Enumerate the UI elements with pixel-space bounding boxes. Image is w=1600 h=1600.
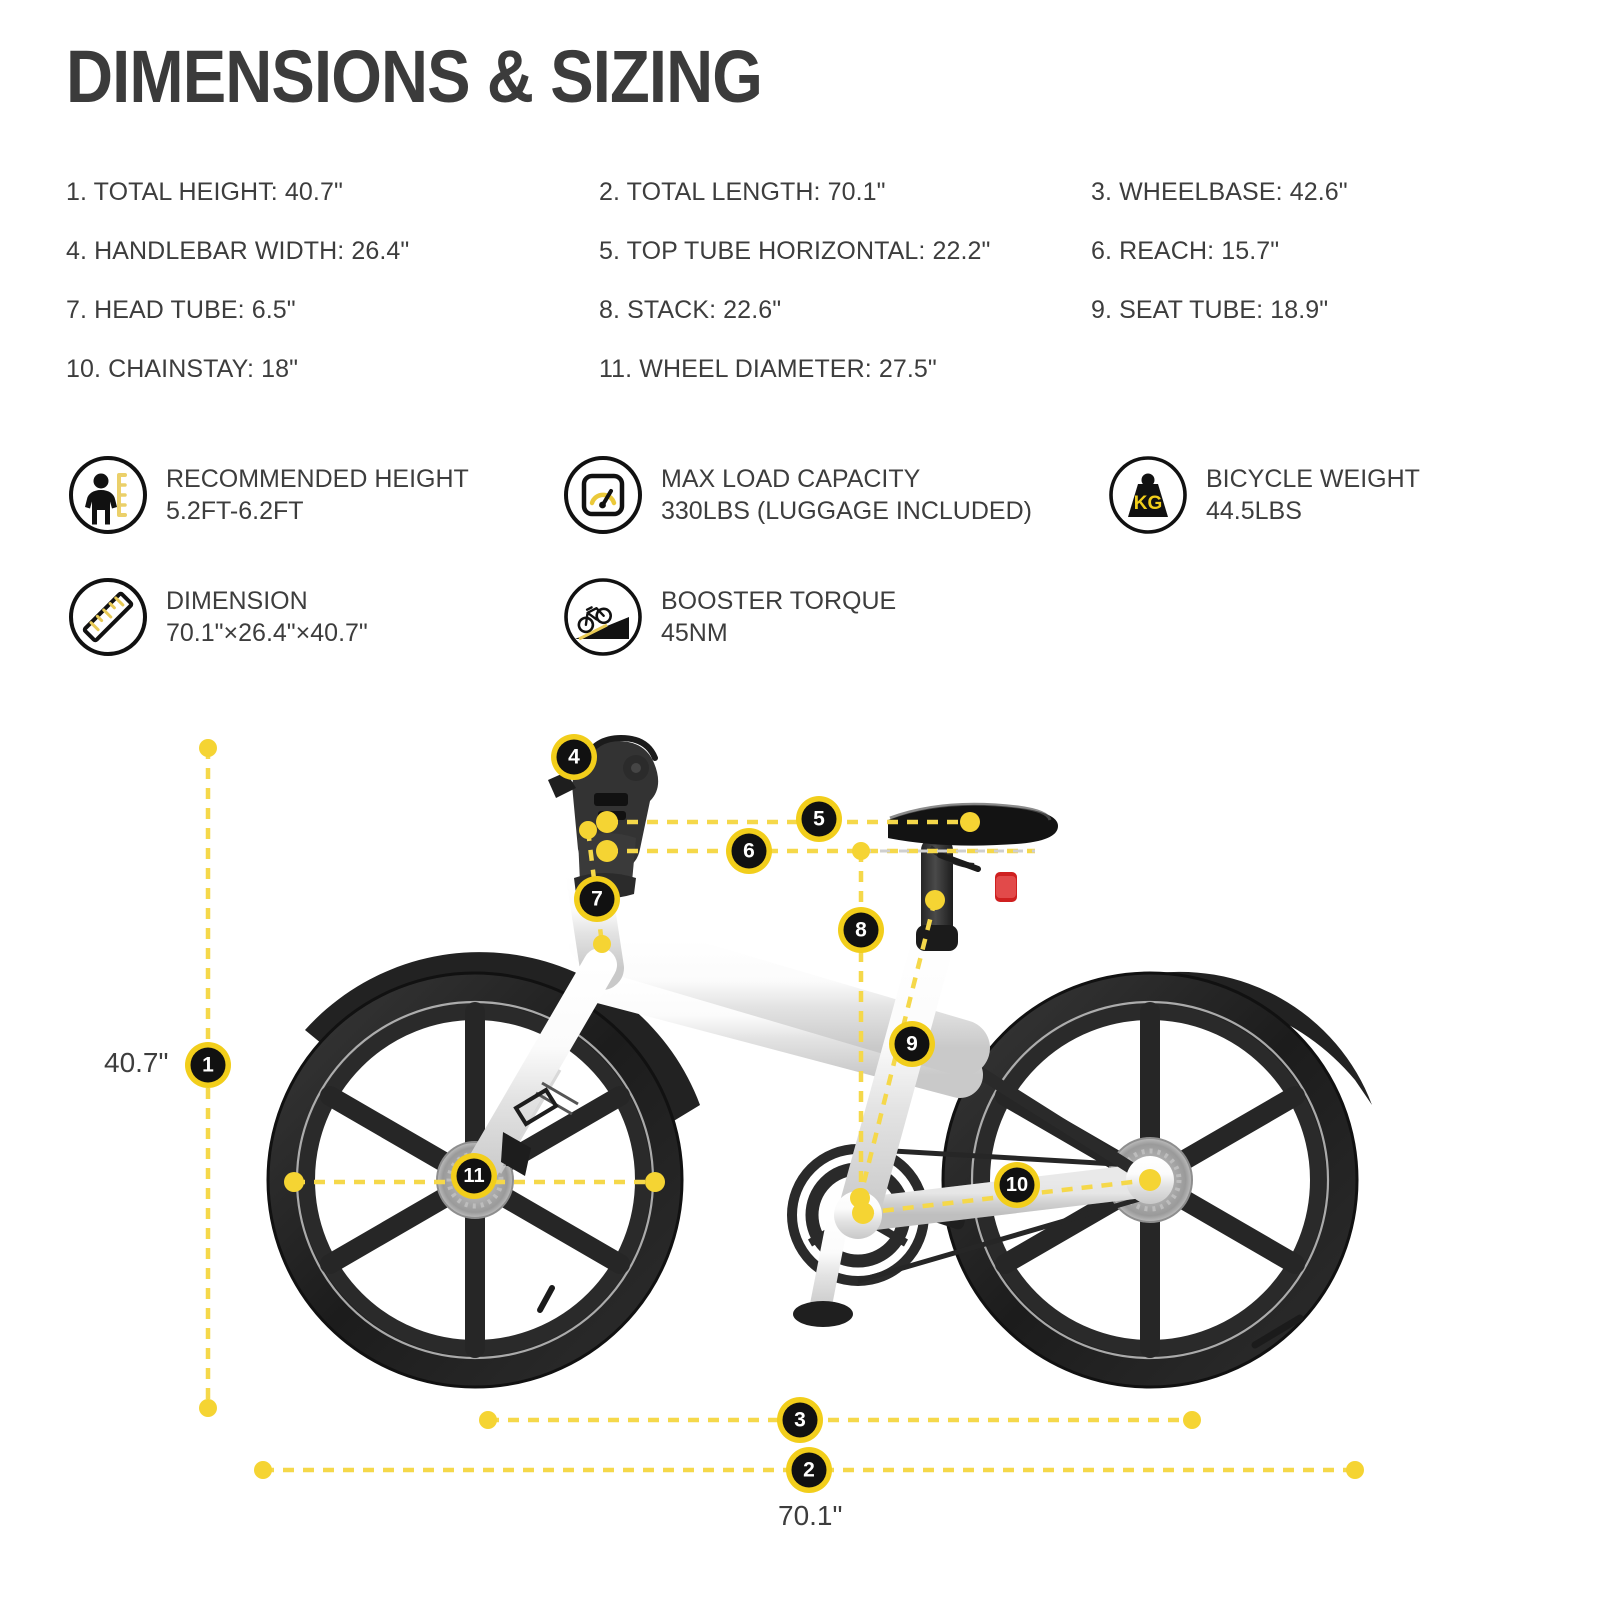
spec-item-7: 7. HEAD TUBE: 6.5" xyxy=(66,296,296,324)
spec-item-1: 1. TOTAL HEIGHT: 40.7" xyxy=(66,178,343,206)
callout-label: 5 xyxy=(813,808,825,831)
callout-label: 10 xyxy=(1006,1174,1028,1196)
badge-label: RECOMMENDED HEIGHT xyxy=(166,465,469,493)
callout-label: 3 xyxy=(794,1409,806,1432)
person-ruler-icon xyxy=(68,455,148,535)
badge-value: 44.5LBS xyxy=(1206,497,1302,525)
badge-bicycle-weight: KG BICYCLE WEIGHT 44.5LBS xyxy=(1108,455,1538,535)
badge-label: BOOSTER TORQUE xyxy=(661,587,897,615)
callout-marker-4[interactable]: 4 xyxy=(551,734,597,780)
badge-text: BICYCLE WEIGHT 44.5LBS xyxy=(1206,463,1420,527)
weight-kg-label: KG xyxy=(1134,493,1163,514)
callout-label: 1 xyxy=(202,1054,214,1077)
callout-marker-6[interactable]: 6 xyxy=(726,828,772,874)
bicycle-dimension-diagram: 1 2 3 4 5 6 7 xyxy=(185,734,1372,1493)
callout-label: 11 xyxy=(463,1165,484,1187)
callout-label: 6 xyxy=(743,840,755,863)
spec-item-8: 8. STACK: 22.6" xyxy=(599,296,782,324)
bike-hill-icon xyxy=(563,577,643,657)
callout-marker-2[interactable]: 2 xyxy=(786,1447,832,1493)
callout-label: 2 xyxy=(803,1459,815,1482)
specs-list: 1. TOTAL HEIGHT: 40.7" 2. TOTAL LENGTH: … xyxy=(66,178,1536,384)
dimension-endpoints xyxy=(199,739,1364,1479)
page-title: DIMENSIONS & SIZING xyxy=(66,35,763,118)
spec-item-2: 2. TOTAL LENGTH: 70.1" xyxy=(599,178,886,206)
spec-item-3: 3. WHEELBASE: 42.6" xyxy=(1091,178,1348,206)
badge-recommended-height: RECOMMENDED HEIGHT 5.2FT-6.2FT xyxy=(68,455,563,535)
badge-text: BOOSTER TORQUE 45NM xyxy=(661,585,896,649)
callout-marker-8[interactable]: 8 xyxy=(838,907,884,953)
badge-max-load-capacity: MAX LOAD CAPACITY 330LBS (LUGGAGE INCLUD… xyxy=(563,455,1108,535)
spec-item-11: 11. WHEEL DIAMETER: 27.5" xyxy=(599,355,937,383)
callout-marker-5[interactable]: 5 xyxy=(796,796,842,842)
badge-label: DIMENSION xyxy=(166,587,308,615)
callout-label: 9 xyxy=(906,1033,918,1056)
callout-label: 4 xyxy=(568,746,580,769)
spec-item-10: 10. CHAINSTAY: 18" xyxy=(66,355,299,383)
badge-label: BICYCLE WEIGHT xyxy=(1206,465,1420,493)
ruler-diagonal-icon xyxy=(68,577,148,657)
badge-label: MAX LOAD CAPACITY xyxy=(661,465,921,493)
callout-marker-11[interactable]: 11 xyxy=(451,1153,497,1199)
badge-value: 70.1"×26.4"×40.7" xyxy=(166,619,368,647)
total-length-label: 70.1" xyxy=(778,1500,843,1531)
badge-text: DIMENSION 70.1"×26.4"×40.7" xyxy=(166,585,368,649)
spec-item-9: 9. SEAT TUBE: 18.9" xyxy=(1091,296,1329,324)
spec-item-6: 6. REACH: 15.7" xyxy=(1091,237,1280,265)
spec-item-4: 4. HANDLEBAR WIDTH: 26.4" xyxy=(66,237,410,265)
badge-value: 5.2FT-6.2FT xyxy=(166,497,304,525)
callout-marker-9[interactable]: 9 xyxy=(889,1021,935,1067)
callout-label: 8 xyxy=(855,919,867,942)
callout-label: 7 xyxy=(591,888,603,911)
callout-markers: 1 2 3 4 5 6 7 xyxy=(185,734,1040,1493)
total-height-label: 40.7" xyxy=(104,1047,169,1078)
badge-value: 45NM xyxy=(661,619,728,647)
callout-marker-1[interactable]: 1 xyxy=(185,1042,231,1088)
weight-kg-icon: KG xyxy=(1108,455,1188,535)
callout-marker-10[interactable]: 10 xyxy=(994,1162,1040,1208)
badge-dimension: DIMENSION 70.1"×26.4"×40.7" xyxy=(68,577,563,657)
feature-badges: RECOMMENDED HEIGHT 5.2FT-6.2FT MAX LOAD … xyxy=(68,455,1538,657)
badge-text: MAX LOAD CAPACITY 330LBS (LUGGAGE INCLUD… xyxy=(661,463,1032,527)
badge-value: 330LBS (LUGGAGE INCLUDED) xyxy=(661,497,1032,525)
callout-marker-7[interactable]: 7 xyxy=(574,876,620,922)
callout-marker-3[interactable]: 3 xyxy=(777,1397,823,1443)
spec-item-5: 5. TOP TUBE HORIZONTAL: 22.2" xyxy=(599,237,991,265)
badge-booster-torque: BOOSTER TORQUE 45NM xyxy=(563,577,1108,657)
gauge-icon xyxy=(563,455,643,535)
badge-text: RECOMMENDED HEIGHT 5.2FT-6.2FT xyxy=(166,463,469,527)
